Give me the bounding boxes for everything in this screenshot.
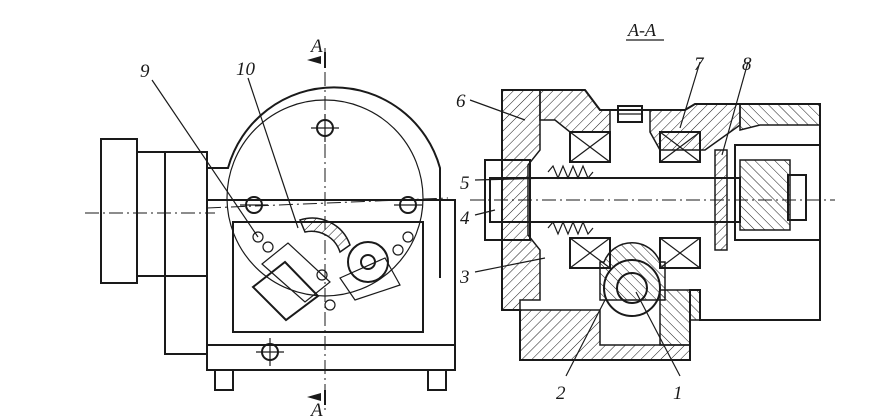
motor-body bbox=[136, 151, 208, 277]
screw-3 bbox=[402, 231, 414, 243]
section-view: A-A bbox=[470, 20, 835, 361]
gear-hub bbox=[360, 254, 376, 270]
callout-4: 4 bbox=[460, 208, 470, 229]
screw-6 bbox=[324, 299, 336, 311]
hub-arc bbox=[298, 217, 351, 254]
front-view: A A bbox=[85, 36, 456, 418]
spring bbox=[547, 164, 594, 180]
callout-3: 3 bbox=[459, 267, 470, 288]
bearing-left-top bbox=[569, 131, 611, 163]
bolt-top bbox=[311, 114, 339, 142]
callout-7: 7 bbox=[694, 54, 705, 75]
callouts: 9 10 6 5 4 3 7 8 2 1 bbox=[140, 54, 752, 404]
motor-flange bbox=[100, 138, 138, 284]
housing-round bbox=[207, 86, 441, 278]
bolt-right bbox=[394, 196, 422, 214]
section-mark-bottom: A bbox=[309, 400, 323, 418]
bearing-right-top bbox=[659, 131, 701, 163]
housing-base bbox=[206, 344, 456, 371]
bolt-bottom bbox=[256, 338, 284, 366]
shaft-end-left bbox=[484, 159, 531, 241]
screw-2 bbox=[262, 241, 274, 253]
top-wall bbox=[539, 89, 611, 133]
pawl bbox=[339, 257, 401, 301]
bottom-right-housing bbox=[659, 289, 701, 346]
lever-arm bbox=[261, 242, 331, 303]
right-housing-wall bbox=[739, 103, 821, 131]
mounting-column bbox=[164, 151, 208, 355]
spring-pack bbox=[739, 159, 791, 231]
callout-5: 5 bbox=[460, 173, 470, 194]
housing-cover bbox=[232, 221, 424, 333]
top-wall-right bbox=[649, 103, 741, 151]
callout-10: 10 bbox=[236, 59, 256, 80]
right-cap bbox=[734, 144, 821, 241]
bearing-right-bottom bbox=[659, 237, 701, 269]
spring-lower bbox=[547, 220, 594, 236]
callout-6: 6 bbox=[456, 91, 466, 112]
foot-left bbox=[214, 369, 234, 391]
end-plug bbox=[787, 174, 807, 221]
clutch-plate bbox=[714, 149, 728, 251]
screw-4 bbox=[392, 244, 404, 256]
callout-8: 8 bbox=[742, 54, 752, 75]
callout-2: 2 bbox=[556, 383, 566, 404]
callout-9: 9 bbox=[140, 61, 150, 82]
gear-wheel bbox=[347, 241, 389, 283]
screw-1 bbox=[252, 231, 264, 243]
bolt-left bbox=[240, 196, 268, 214]
foot-right bbox=[427, 369, 447, 391]
callout-1: 1 bbox=[673, 383, 683, 404]
screw-5 bbox=[316, 269, 328, 281]
worm-gear-housing bbox=[599, 242, 666, 301]
section-mark-top: A bbox=[309, 36, 323, 57]
lever-block bbox=[251, 260, 320, 322]
section-title: A-A bbox=[627, 20, 657, 40]
